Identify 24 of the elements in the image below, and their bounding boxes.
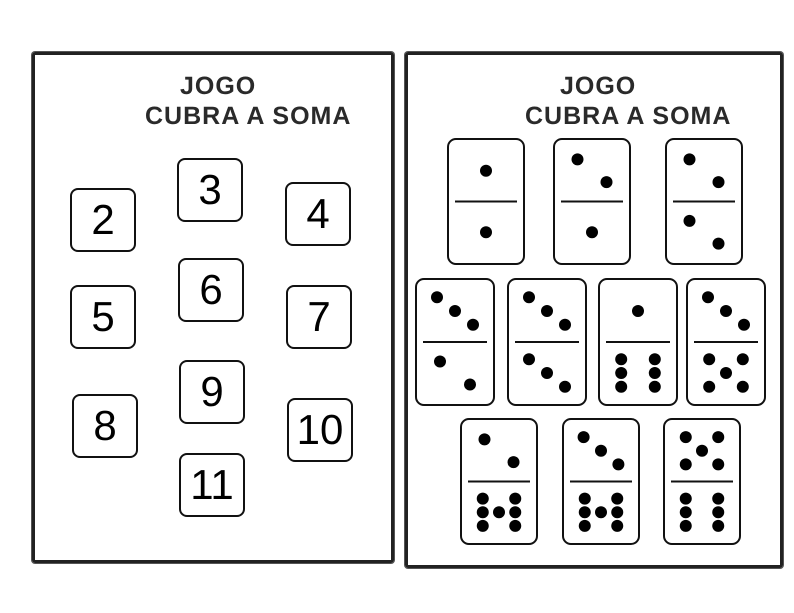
title-text: JOGO [560,72,636,101]
number-card: 11 [179,453,245,517]
number-card: 4 [285,182,351,246]
domino-drawing [686,278,766,406]
domino-drawing [415,278,495,406]
number-card: 7 [286,285,352,349]
domino-drawing [460,418,538,545]
number-card: 5 [70,285,136,349]
number-card: 10 [287,398,353,462]
domino-drawing [663,418,741,545]
number-card: 3 [177,158,243,222]
domino-drawing [507,278,587,406]
domino-drawing [447,138,525,265]
number-card: 6 [178,258,244,322]
number-card: 8 [72,394,138,458]
domino-drawing [562,418,640,545]
domino-drawing [665,138,743,265]
number-card: 9 [179,360,245,424]
title-text: CUBRA A SOMA [145,102,352,131]
domino-drawing [553,138,631,265]
domino-drawing [598,278,678,406]
title-text: CUBRA A SOMA [525,102,732,131]
title-text: JOGO [180,72,256,101]
number-card: 2 [70,188,136,252]
